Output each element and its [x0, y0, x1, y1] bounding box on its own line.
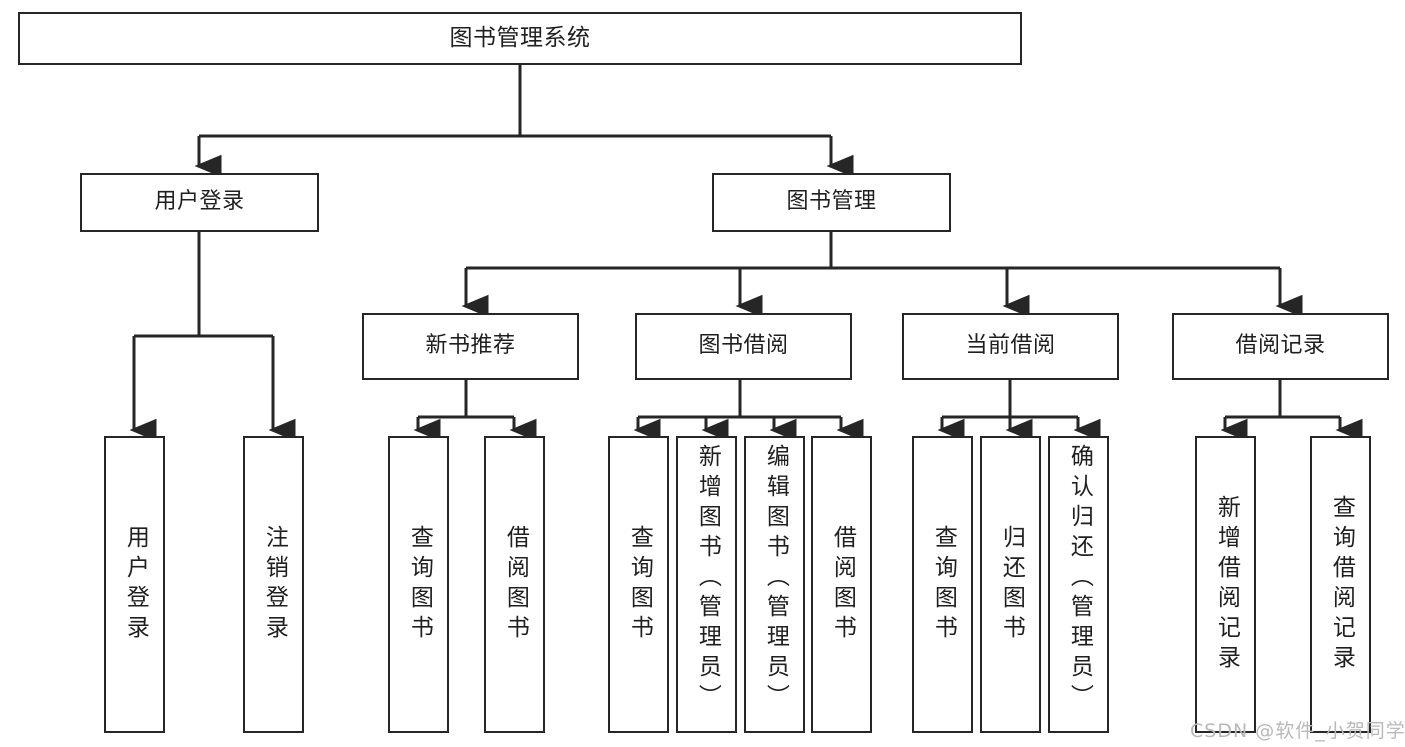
leaf-user-login[interactable]: 用户登录: [104, 436, 165, 733]
csdn-watermark: CSDN @软件_小贺同学: [1190, 720, 1405, 742]
node-user-login[interactable]: 用户登录: [80, 173, 319, 232]
leaf-borrow-book-borrow[interactable]: 借阅图书: [811, 436, 872, 733]
leaf-query-book-newbook[interactable]: 查询图书: [388, 436, 449, 733]
leaf-return-book[interactable]: 归还图书: [980, 436, 1041, 733]
node-book-management[interactable]: 图书管理: [712, 173, 951, 232]
node-new-book-recommend[interactable]: 新书推荐: [362, 313, 579, 380]
leaf-add-book-admin[interactable]: 新增图书（管理员）: [676, 436, 737, 733]
leaf-query-book-current[interactable]: 查询图书: [912, 436, 973, 733]
leaf-borrow-book-newbook[interactable]: 借阅图书: [484, 436, 545, 733]
leaf-edit-book-admin[interactable]: 编辑图书（管理员）: [744, 436, 805, 733]
leaf-confirm-return-admin[interactable]: 确认归还（管理员）: [1048, 436, 1109, 733]
node-borrow-record[interactable]: 借阅记录: [1172, 313, 1389, 380]
leaf-query-book-borrow[interactable]: 查询图书: [608, 436, 669, 733]
leaf-query-borrow-record[interactable]: 查询借阅记录: [1310, 436, 1371, 733]
leaf-logout-login[interactable]: 注销登录: [243, 436, 304, 733]
leaf-add-borrow-record[interactable]: 新增借阅记录: [1195, 436, 1256, 733]
node-book-borrow[interactable]: 图书借阅: [635, 313, 852, 380]
node-root-system[interactable]: 图书管理系统: [18, 12, 1022, 65]
node-current-borrow[interactable]: 当前借阅: [902, 313, 1119, 380]
